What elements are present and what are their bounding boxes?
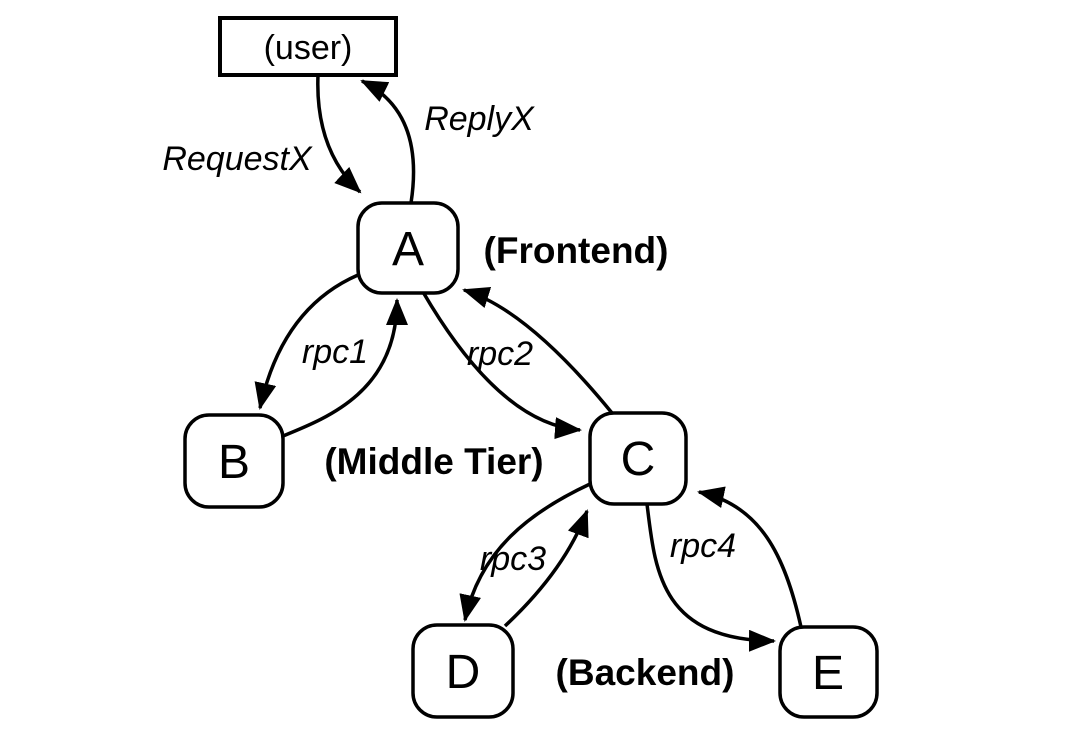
tier-label-middle-tier: (Middle Tier) <box>324 441 543 482</box>
nodes-group: (user) A B C D E <box>183 16 879 719</box>
node-user-label: (user) <box>264 29 353 67</box>
node-a-label: A <box>392 223 424 276</box>
edge-requestx-user-to-a <box>316 74 362 194</box>
edge-label-rpc3: rpc3 <box>480 540 546 578</box>
node-e-label: E <box>812 647 844 700</box>
node-e-box <box>778 625 879 719</box>
tier-labels-group: (Frontend) (Middle Tier) (Backend) <box>324 230 734 693</box>
edges-group <box>254 74 803 652</box>
node-c-box <box>588 411 688 506</box>
edge-label-rpc1: rpc1 <box>302 333 368 371</box>
edge-label-rpc2: rpc2 <box>467 335 533 373</box>
edge-rpc3-d-to-c <box>503 509 589 628</box>
edge-label-rpc4: rpc4 <box>670 527 736 565</box>
edge-rpc2-a-to-c <box>421 291 582 440</box>
edge-rpc1-b-to-a <box>282 298 408 438</box>
edge-rpc4-e-to-c <box>697 486 803 628</box>
node-b-label: B <box>218 436 250 489</box>
edge-label-replyx: ReplyX <box>424 100 535 138</box>
edge-label-requestx: RequestX <box>162 140 313 178</box>
node-d-box <box>411 623 515 719</box>
node-c-label: C <box>621 433 656 486</box>
edge-rpc3-c-to-d <box>459 482 591 622</box>
node-b-box <box>183 413 285 509</box>
node-a-box <box>356 201 460 295</box>
tier-label-backend: (Backend) <box>556 652 735 693</box>
edge-rpc4-c-to-e <box>645 503 776 652</box>
tier-label-frontend: (Frontend) <box>484 230 669 271</box>
edge-rpc1-a-to-b <box>254 273 359 410</box>
node-user-box <box>218 16 398 77</box>
edge-labels-group: RequestX ReplyX rpc1 rpc2 rpc3 rpc4 <box>162 100 736 578</box>
edge-replyx-a-to-user <box>360 79 416 204</box>
node-d-label: D <box>446 646 481 699</box>
edge-rpc2-c-to-a <box>462 286 614 415</box>
